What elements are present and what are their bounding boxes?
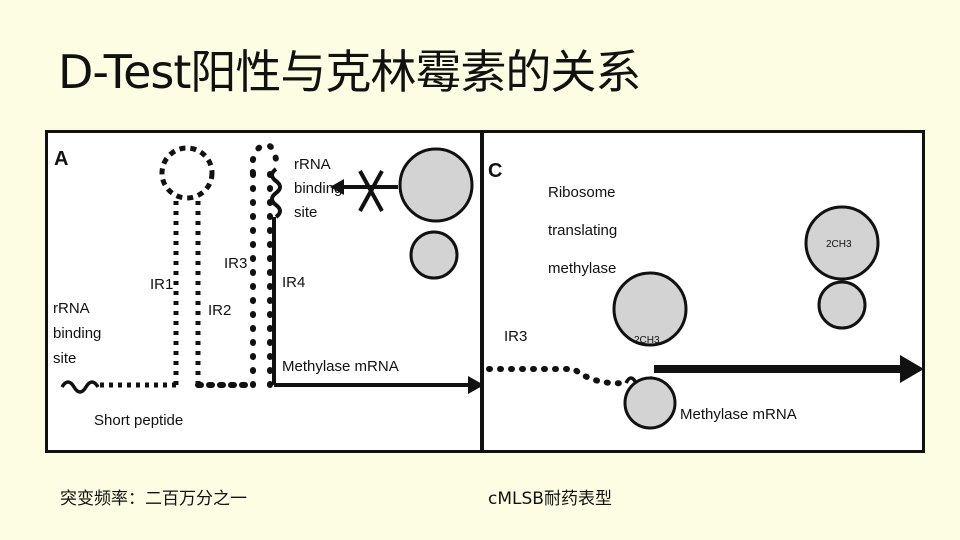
front-ribosome-large: [612, 271, 688, 347]
rrna-left-label-2: binding: [53, 325, 101, 342]
right-ribosome-small: [817, 280, 867, 330]
ir2-label: IR2: [208, 302, 231, 319]
ir3-loop: [249, 141, 279, 176]
left-squiggle: [60, 380, 100, 394]
ribosome-large-subunit: [398, 147, 474, 223]
ir4-label: IR4: [282, 274, 305, 291]
rrna-top-label-3: site: [294, 204, 317, 221]
rrna-top-label-1: rRNA: [294, 156, 331, 173]
ir3-label: IR3: [224, 255, 247, 272]
right-2ch3-label: 2CH3: [826, 239, 852, 250]
ribosome-small-subunit: [409, 230, 459, 280]
methylase-mrna-c-arrowhead: [900, 355, 922, 383]
caption-cmlsb-phenotype: cMLSB耐药表型: [488, 489, 612, 509]
ir3-c-label: IR3: [504, 328, 527, 345]
panel-c-letter: C: [488, 160, 502, 182]
front-ribosome-small: [623, 376, 677, 430]
rrna-left-label-1: rRNA: [53, 300, 90, 317]
panel-a-letter: A: [54, 148, 68, 170]
ribosome-label-1: Ribosome: [548, 184, 616, 201]
short-peptide-label: Short peptide: [94, 412, 183, 429]
ribosome-label-2: translating: [548, 222, 617, 239]
ir1-label: IR1: [150, 276, 173, 293]
panel-a-svg: A rRNA binding site Short peptide IR1 IR…: [53, 141, 480, 429]
panel-a-diagram: A rRNA binding site Short peptide IR1 IR…: [45, 130, 483, 453]
ir1-loop: [159, 145, 215, 201]
blocked-cross-2: [358, 170, 384, 212]
methylase-mrna-label: Methylase mRNA: [282, 358, 399, 375]
rrna-top-label-2: binding: [294, 180, 342, 197]
caption-mutation-frequency: 突变频率：二百万分之一: [60, 489, 247, 509]
front-2ch3-label: 2CH3: [634, 335, 660, 346]
ir4-squiggle: [270, 167, 282, 219]
panel-c-diagram: C Ribosome translating methylase IR3 Met…: [481, 130, 925, 453]
rrna-left-label-3: site: [53, 350, 76, 367]
slide-title: D-Test阳性与克林霉素的关系: [58, 45, 641, 99]
methylase-mrna-arrowhead: [468, 376, 480, 394]
panel-c-svg: C Ribosome translating methylase IR3 Met…: [486, 160, 922, 430]
ir3-dotted-line: [486, 366, 627, 387]
blocked-arrow-head: [330, 179, 344, 195]
right-ribosome-large: [804, 205, 880, 281]
methylase-mrna-c-label: Methylase mRNA: [680, 406, 797, 423]
ribosome-label-3: methylase: [548, 260, 616, 277]
